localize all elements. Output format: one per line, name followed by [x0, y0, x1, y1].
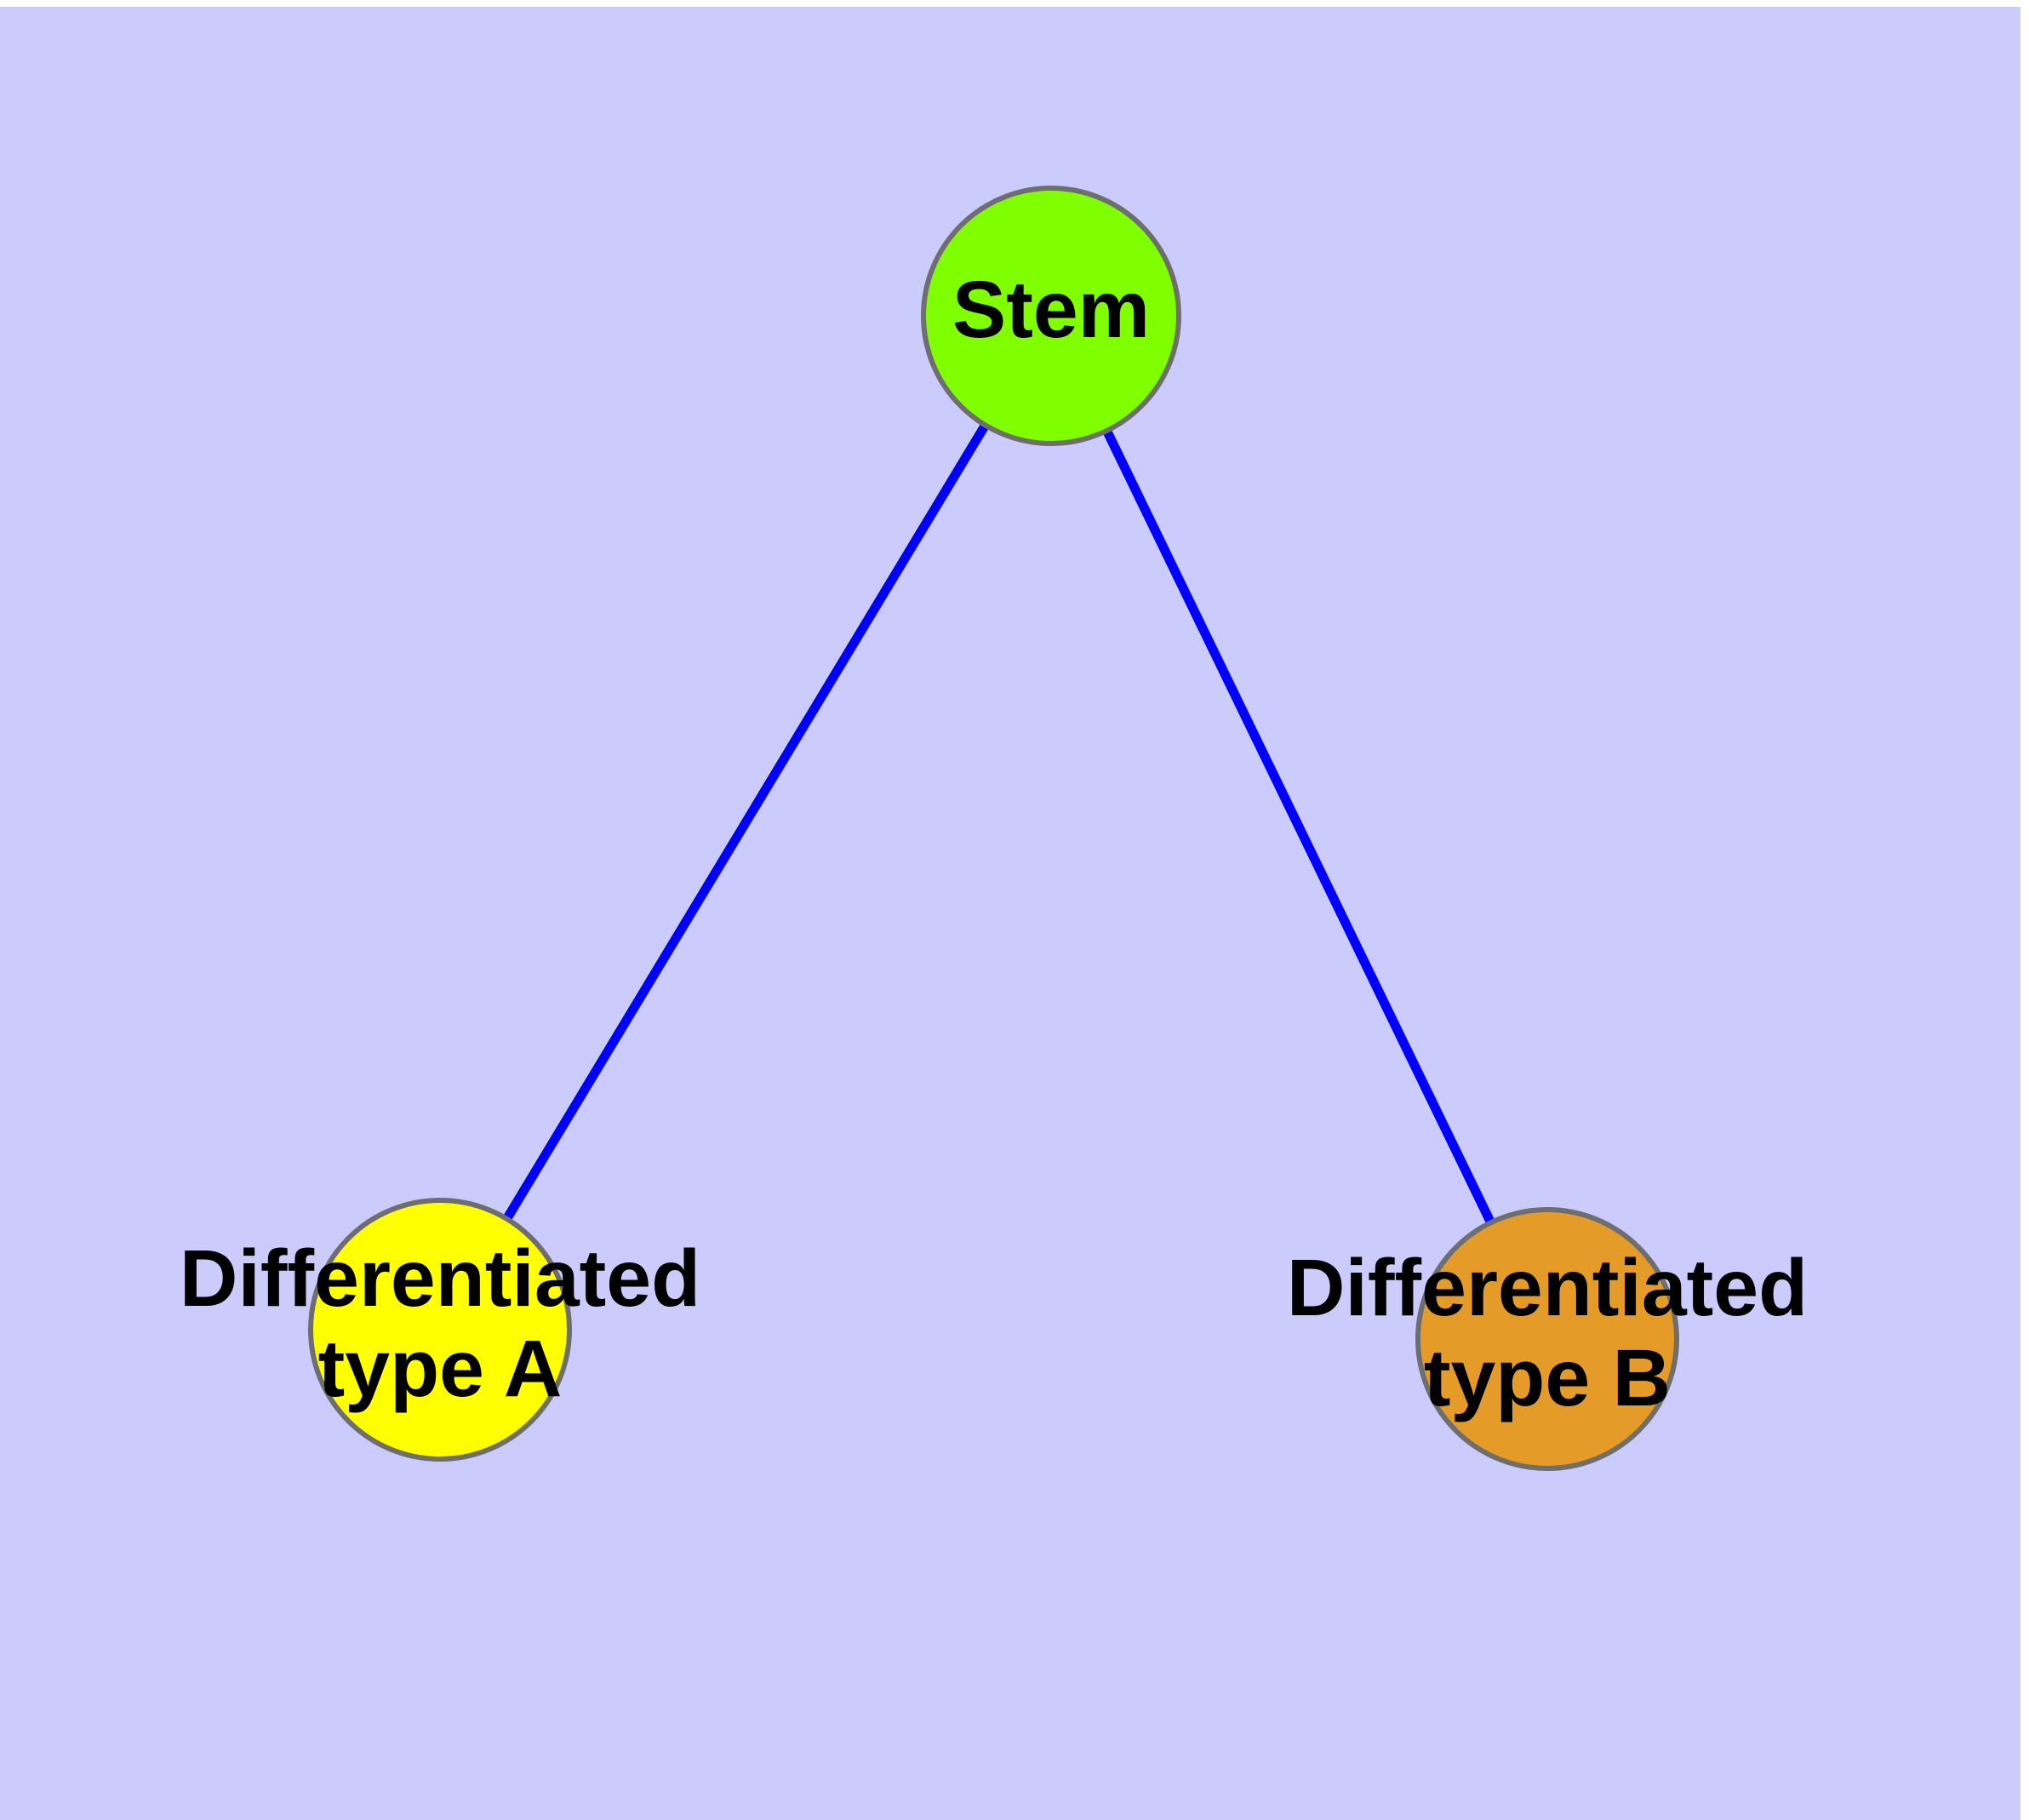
edges-layer — [436, 313, 1552, 1342]
graph-edge-stem-to-diff-b[interactable] — [1047, 313, 1552, 1342]
node-label-line: type A — [318, 1324, 563, 1414]
node-label-line: type B — [1424, 1333, 1671, 1423]
node-circle-stem[interactable] — [921, 186, 1181, 446]
node-circle-diff-b[interactable] — [1415, 1207, 1679, 1471]
node-label-line: Differentiated — [1287, 1243, 1808, 1333]
node-circle-diff-a[interactable] — [308, 1198, 572, 1462]
node-label-line: Differentiated — [180, 1233, 700, 1324]
graph-node-stem[interactable]: Stem — [921, 186, 1181, 446]
node-label-stem: Stem — [952, 265, 1150, 355]
node-label-line: Stem — [952, 265, 1150, 355]
graph-edge-stem-to-diff-a[interactable] — [436, 313, 1055, 1332]
